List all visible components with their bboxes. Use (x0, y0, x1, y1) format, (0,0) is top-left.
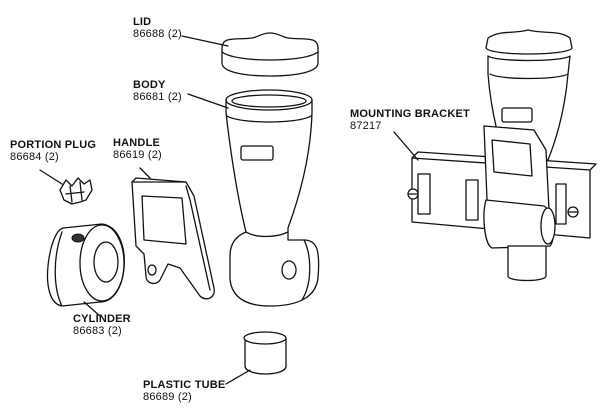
part-number: 86688 (2) (133, 28, 182, 40)
leader-cylinder (83, 301, 101, 317)
leader-mounting-bracket (393, 131, 419, 161)
plastic-tube-drawing (243, 331, 287, 375)
part-name: HANDLE (113, 137, 161, 149)
label-mounting-bracket: MOUNTING BRACKET 87217 (350, 108, 470, 132)
label-lid: LID 86688 (2) (133, 16, 182, 40)
part-name: MOUNTING BRACKET (350, 108, 470, 120)
label-body: BODY 86681 (2) (133, 79, 182, 103)
leader-handle (139, 167, 151, 179)
part-number: 86619 (2) (113, 149, 162, 161)
cylinder-drawing (46, 223, 125, 307)
leader-lid (181, 35, 229, 47)
label-cylinder: CYLINDER 86683 (2) (73, 313, 131, 337)
body-drawing (225, 89, 320, 307)
label-portion-plug: PORTION PLUG 86684 (2) (10, 139, 96, 163)
part-name: CYLINDER (73, 313, 131, 325)
part-name: PORTION PLUG (10, 139, 97, 151)
handle-drawing (131, 177, 215, 300)
label-plastic-tube: PLASTIC TUBE 86689 (2) (143, 379, 225, 403)
lid-drawing (221, 32, 319, 77)
leader-body (187, 93, 229, 109)
leader-plastic-tube (225, 369, 251, 385)
portion-plug-drawing (59, 177, 93, 205)
part-number: 86684 (2) (10, 151, 59, 163)
part-name: PLASTIC TUBE (143, 379, 226, 391)
label-handle: HANDLE 86619 (2) (113, 137, 162, 161)
part-name: BODY (133, 79, 166, 91)
part-number: 86689 (2) (143, 391, 192, 403)
leader-portion-plug (39, 169, 63, 185)
part-number: 86681 (2) (133, 91, 182, 103)
leader-lines (39, 35, 419, 385)
part-number: 86683 (2) (73, 325, 122, 337)
assembled-dispenser-drawing (407, 29, 597, 282)
part-name: LID (133, 16, 152, 28)
part-number: 87217 (350, 120, 382, 132)
